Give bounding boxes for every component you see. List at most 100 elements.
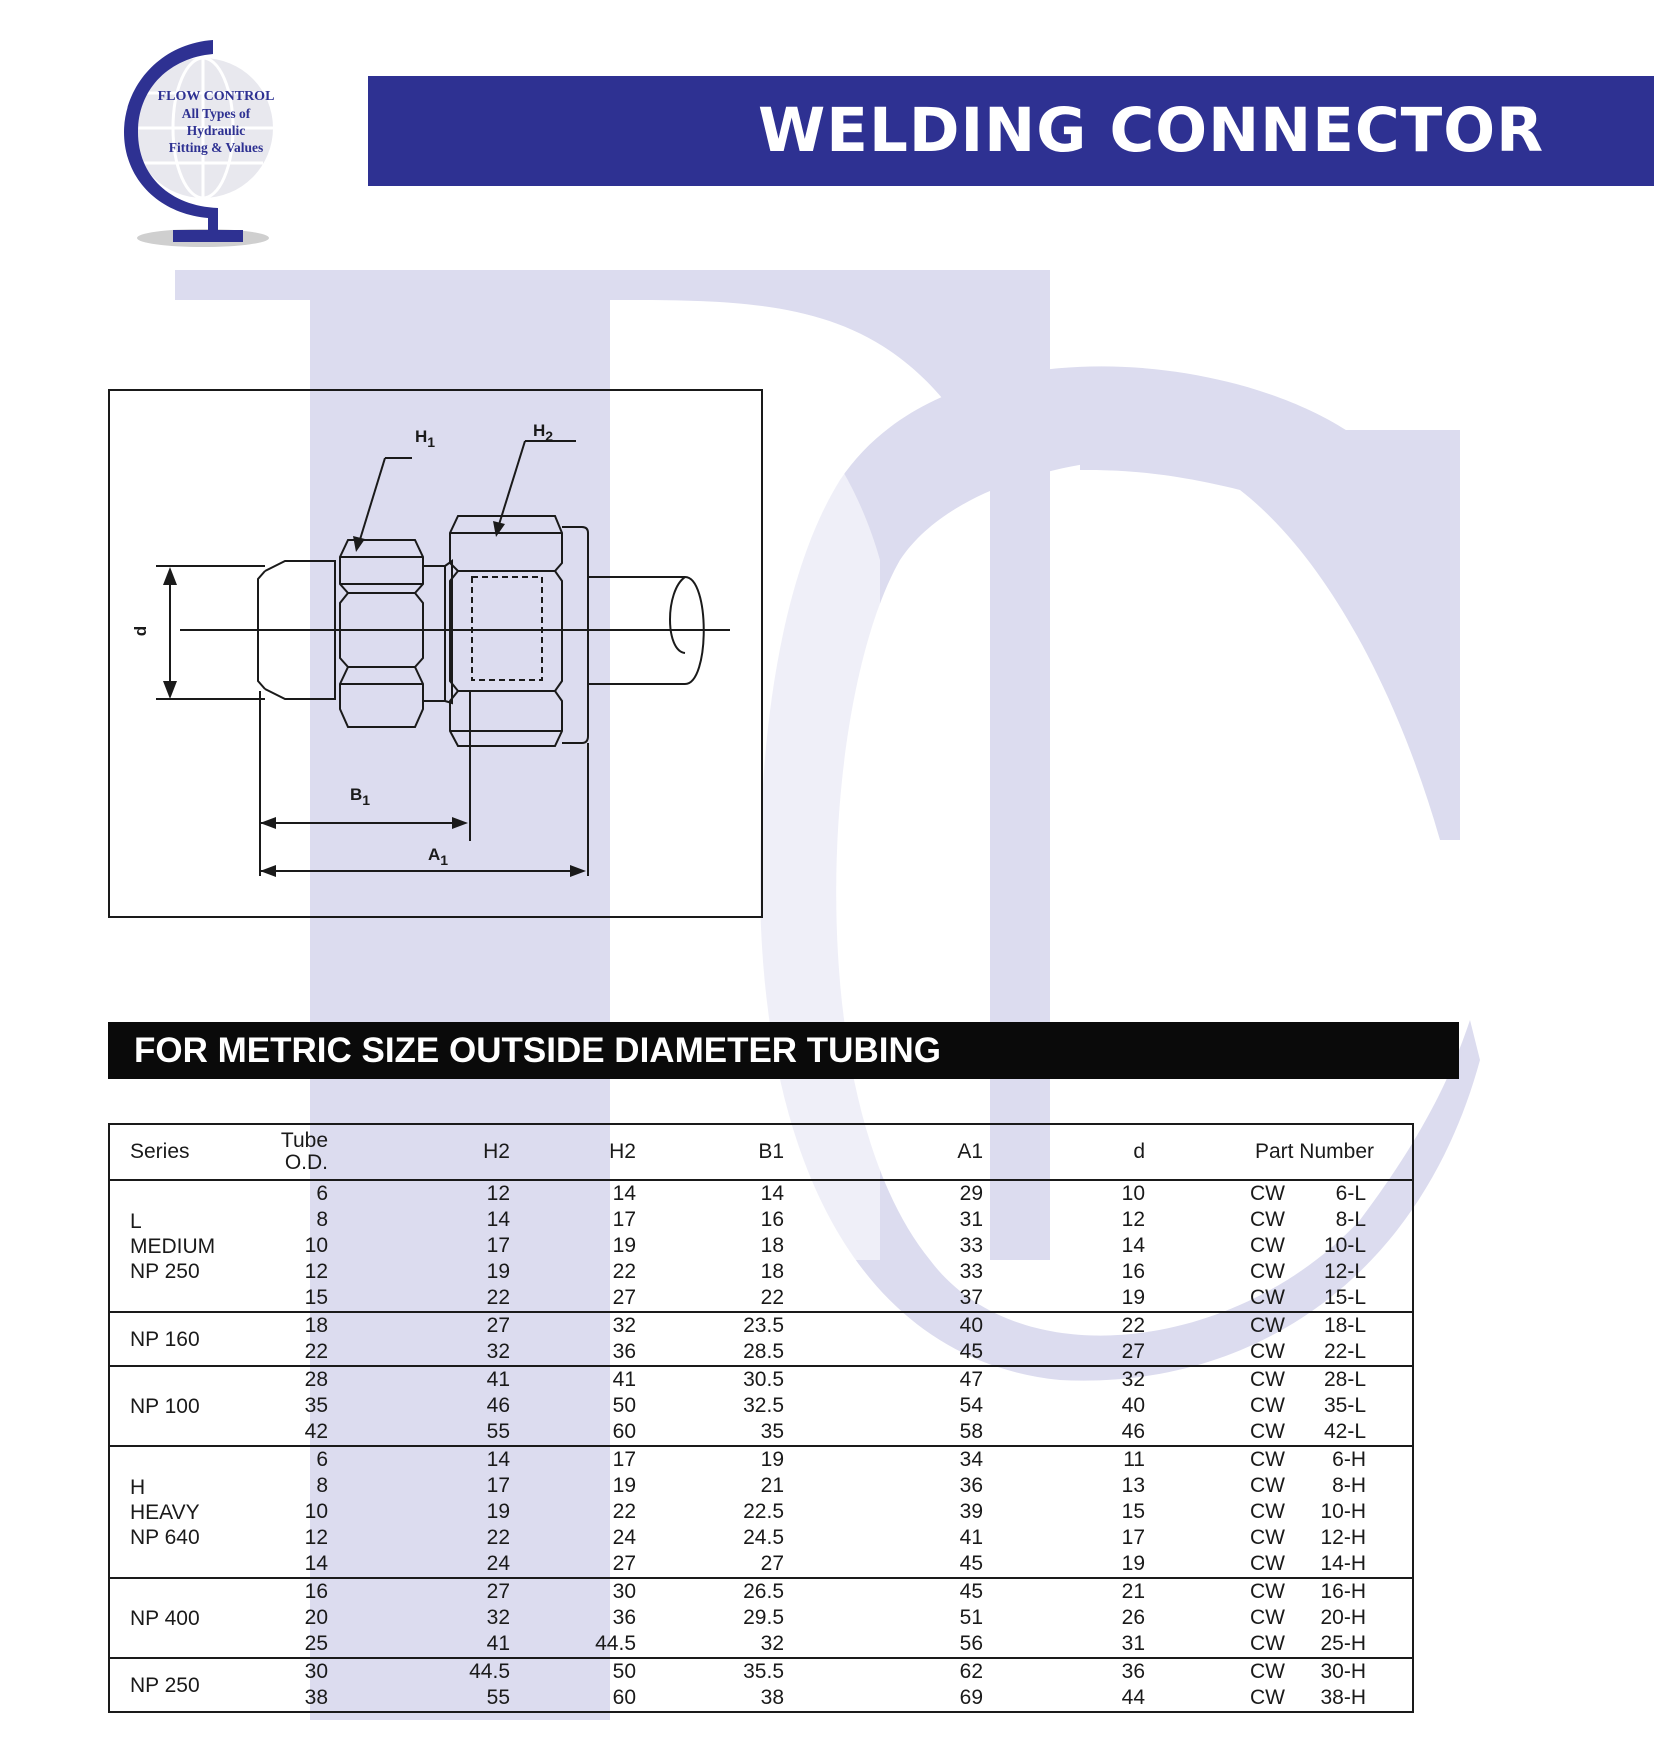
value-tube-od: 6 <box>316 1448 328 1471</box>
value-d: 26 <box>1121 1606 1145 1629</box>
value-h2a: 17 <box>486 1234 510 1257</box>
series-label: NP 640 <box>130 1525 200 1549</box>
value-h2b: 17 <box>612 1208 636 1231</box>
value-b1: 27 <box>760 1552 784 1575</box>
part-number-prefix: CW <box>1250 1606 1285 1629</box>
logo-line-1: FLOW CONTROL <box>157 89 275 104</box>
value-b1: 32 <box>760 1632 784 1655</box>
value-d: 27 <box>1121 1340 1145 1363</box>
value-tube-od: 35 <box>304 1394 328 1417</box>
value-tube-od: 15 <box>304 1286 328 1309</box>
value-d: 15 <box>1121 1500 1145 1523</box>
value-h2b: 41 <box>612 1368 636 1391</box>
part-number-code: 15-L <box>1323 1286 1366 1309</box>
value-d: 12 <box>1121 1208 1145 1231</box>
section-title: FOR METRIC SIZE OUTSIDE DIAMETER TUBING <box>134 1031 941 1070</box>
value-b1: 26.5 <box>743 1580 784 1603</box>
part-number-code: 35-L <box>1323 1394 1366 1417</box>
cell-b1: 26.5 29.5 32 <box>670 1578 830 1658</box>
part-number-code: 20-H <box>1320 1606 1366 1629</box>
part-number-prefix: CW <box>1250 1182 1285 1205</box>
value-h2b: 60 <box>612 1420 636 1443</box>
section-heading-bar: FOR METRIC SIZE OUTSIDE DIAMETER TUBING <box>108 1022 1459 1079</box>
header-h2b: H2 <box>544 1124 670 1181</box>
part-number-code: 10-H <box>1320 1500 1366 1523</box>
value-b1: 35 <box>760 1420 784 1443</box>
value-b1: 28.5 <box>743 1340 784 1363</box>
value-a1: 33 <box>959 1234 983 1257</box>
value-tube-od: 22 <box>304 1340 328 1363</box>
value-b1: 16 <box>760 1208 784 1231</box>
value-h2a: 14 <box>486 1448 510 1471</box>
value-a1: 39 <box>959 1500 983 1523</box>
label-a1: A1 <box>428 845 449 868</box>
part-number-code: 25-H <box>1320 1632 1366 1655</box>
part-number-prefix: CW <box>1250 1500 1285 1523</box>
value-h2a: 44.5 <box>469 1660 510 1683</box>
part-number-prefix: CW <box>1250 1208 1285 1231</box>
series-cell: NP 100 <box>109 1366 254 1446</box>
series-cell: NP 400 <box>109 1578 254 1658</box>
value-tube-od: 12 <box>304 1260 328 1283</box>
value-h2b: 32 <box>612 1314 636 1337</box>
logo-line-2: All Types of <box>181 106 251 121</box>
page-title: WELDING CONNECTOR <box>758 95 1545 166</box>
value-a1: 45 <box>959 1552 983 1575</box>
value-h2b: 27 <box>612 1552 636 1575</box>
value-b1: 14 <box>760 1182 784 1205</box>
label-h2: H2 <box>533 421 554 444</box>
value-tube-od: 16 <box>304 1580 328 1603</box>
part-number-prefix: CW <box>1250 1474 1285 1497</box>
series-label: L <box>130 1209 142 1233</box>
value-a1: 51 <box>959 1606 983 1629</box>
series-cell: NP 250 <box>109 1658 254 1712</box>
part-number-code: 12-H <box>1320 1526 1366 1549</box>
value-tube-od: 8 <box>316 1474 328 1497</box>
globe-icon <box>124 40 273 247</box>
part-number-code: 42-L <box>1323 1420 1366 1443</box>
value-a1: 41 <box>959 1526 983 1549</box>
header-tube-od: Tube O.D. <box>254 1124 334 1181</box>
value-h2b: 36 <box>612 1340 636 1363</box>
value-h2a: 46 <box>486 1394 510 1417</box>
value-d: 44 <box>1121 1686 1145 1709</box>
value-h2b: 36 <box>612 1606 636 1629</box>
label-b1: B1 <box>350 785 371 808</box>
value-tube-od: 30 <box>304 1660 328 1683</box>
value-h2a: 55 <box>486 1686 510 1709</box>
value-b1: 29.5 <box>743 1606 784 1629</box>
value-d: 31 <box>1121 1632 1145 1655</box>
value-b1: 35.5 <box>743 1660 784 1683</box>
value-h2a: 41 <box>486 1632 510 1655</box>
value-a1: 54 <box>959 1394 983 1417</box>
value-d: 19 <box>1121 1286 1145 1309</box>
value-h2b: 19 <box>612 1234 636 1257</box>
